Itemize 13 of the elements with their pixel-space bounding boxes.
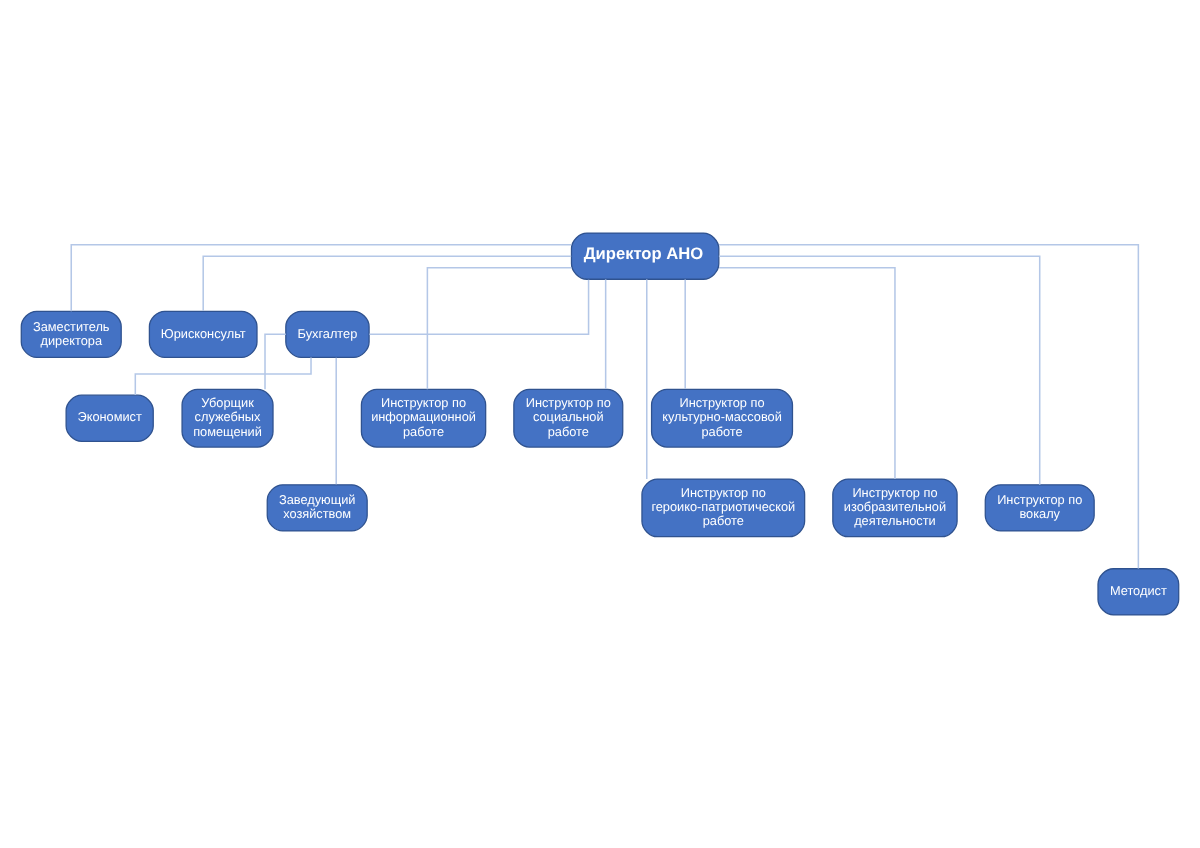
connector bbox=[426, 266, 573, 390]
connector bbox=[202, 255, 572, 312]
connector bbox=[335, 356, 337, 486]
node-box: Директор АНО bbox=[570, 232, 720, 280]
connector bbox=[718, 266, 896, 480]
connector bbox=[70, 243, 573, 312]
connector bbox=[368, 278, 590, 336]
connector bbox=[718, 255, 1041, 486]
connector bbox=[684, 278, 686, 390]
connector bbox=[718, 243, 1140, 570]
connector bbox=[646, 278, 648, 480]
connector bbox=[604, 278, 607, 390]
connector bbox=[264, 333, 287, 391]
